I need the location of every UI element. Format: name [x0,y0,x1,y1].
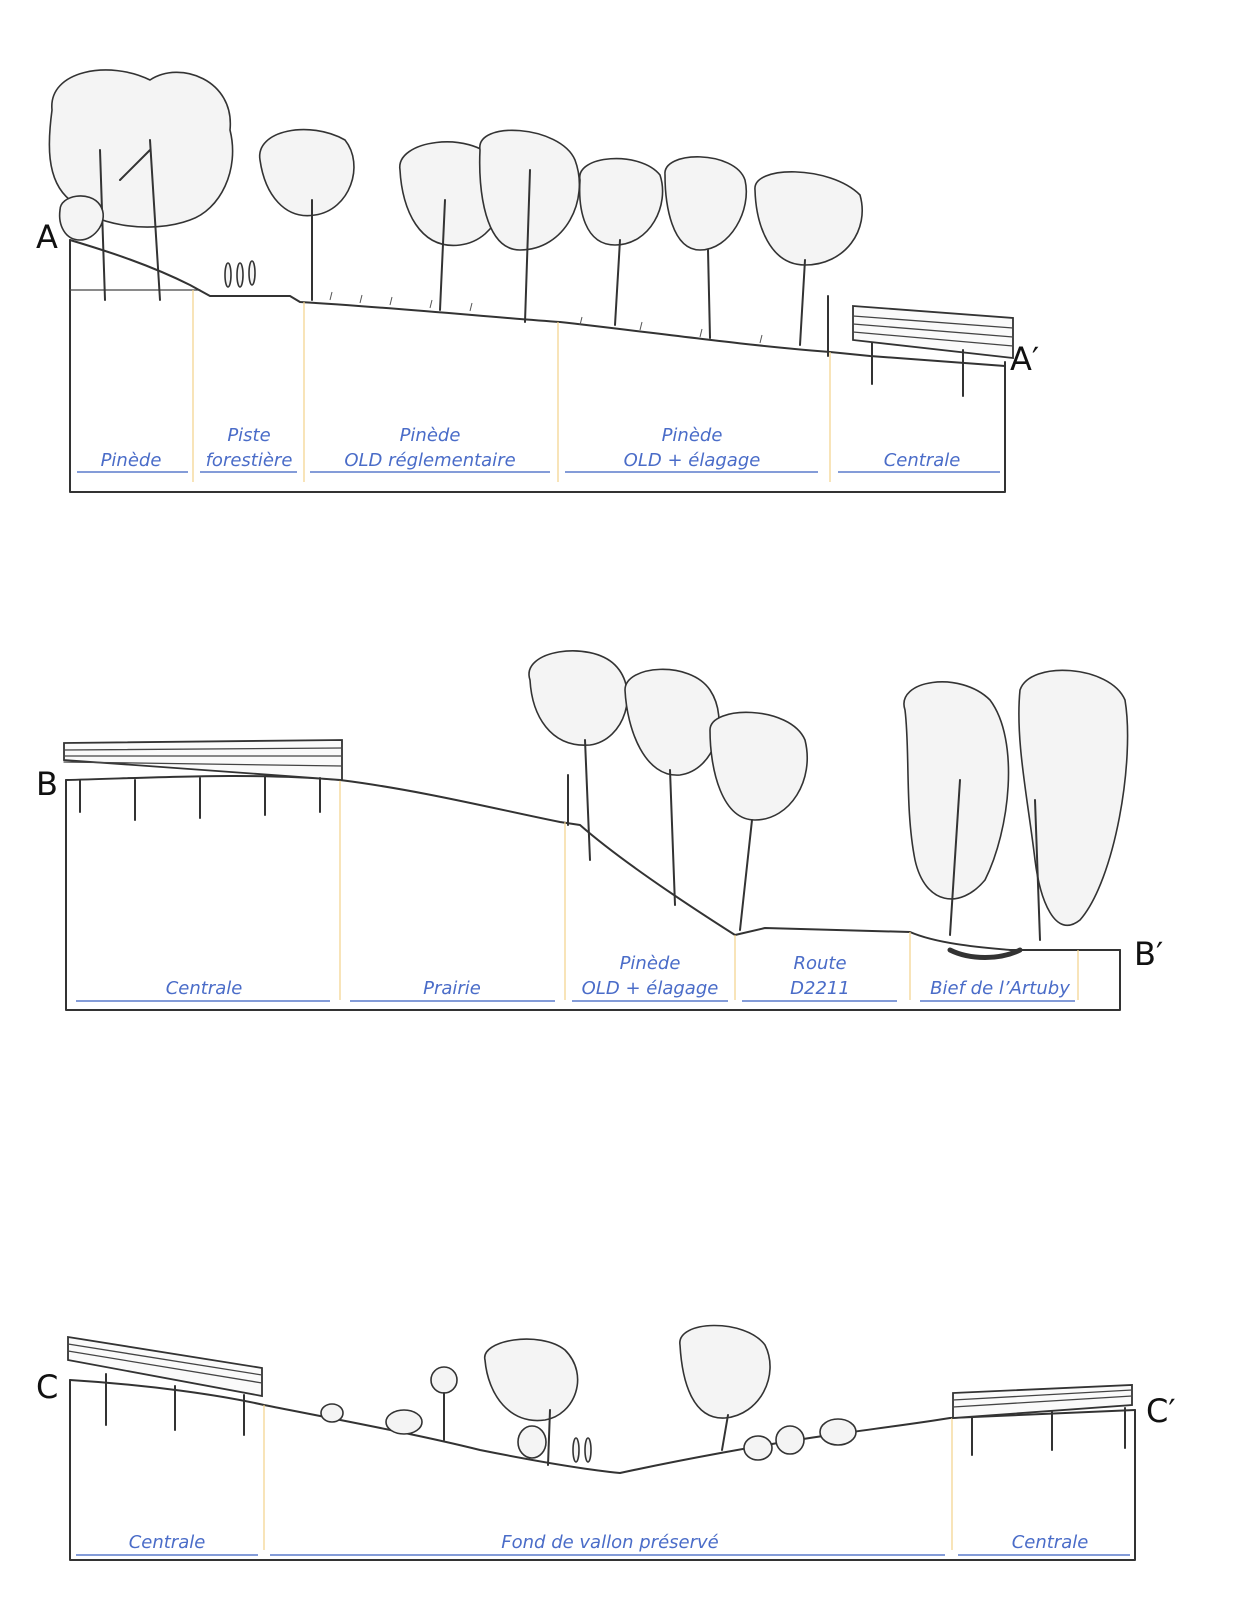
zone-label: Piste [227,425,270,446]
zone-label: Centrale [1012,1532,1089,1553]
zone-label: forestière [206,450,293,471]
section-a: A A′ Pinède Piste forestière Pinède OLD … [36,69,1039,493]
zone-label: D2211 [790,978,850,999]
zone-labels-b: Centrale Prairie Pinède OLD + élagage Ro… [76,953,1075,1002]
marker-b-end: B′ [1134,935,1163,973]
zone-label: Bief de l’Artuby [930,978,1070,999]
zone-label: Fond de vallon préservé [501,1532,718,1553]
vegetation-c [320,1324,857,1466]
solar-panel-b [63,739,343,821]
zone-label: Centrale [129,1532,206,1553]
zone-label: OLD + élagage [624,450,761,471]
zone-label: Pinède [662,425,723,446]
section-c: C C′ Centrale Fond de vallon préservé Ce… [36,1324,1176,1561]
solar-panel-c-left [67,1335,263,1436]
zone-label: OLD + élagage [582,978,719,999]
zone-label: Pinède [620,953,681,974]
section-b: B B′ Centrale Prairie Pinède OLD + élaga… [36,650,1163,1011]
people-figures-a [224,260,256,288]
zone-label: Pinède [101,450,162,471]
marker-c-start: C [36,1368,58,1406]
marker-a-start: A [36,218,58,256]
zone-label: Prairie [423,978,481,999]
zone-label: OLD réglementaire [344,450,515,471]
solar-panel-a [852,305,1014,397]
zone-label: Pinède [400,425,461,446]
zone-label: Centrale [884,450,961,471]
solar-panel-c-right [952,1384,1133,1456]
zone-label: Route [793,953,846,974]
marker-c-end: C′ [1146,1392,1176,1430]
pine-trees-a [48,69,863,346]
pine-trees-b [528,650,1129,941]
marker-a-end: A′ [1010,340,1039,378]
zone-label: Centrale [166,978,243,999]
zone-labels-c: Centrale Fond de vallon préservé Central… [76,1532,1130,1556]
marker-b-start: B [36,765,58,803]
zone-labels-a: Pinède Piste forestière Pinède OLD régle… [77,425,1000,473]
